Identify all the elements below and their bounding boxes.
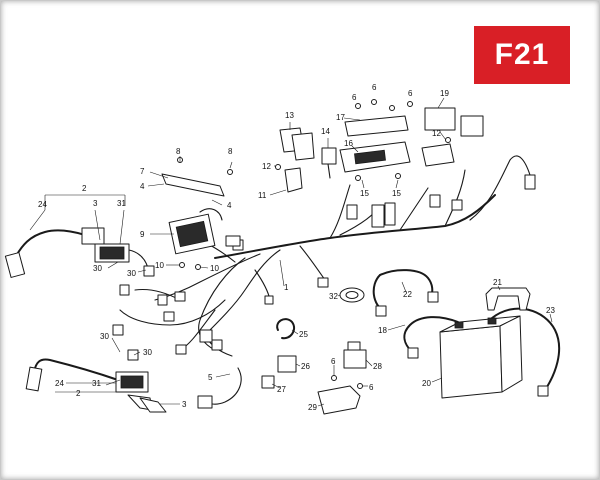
small-parts-group [261, 318, 367, 415]
callout-22: 22 [403, 290, 412, 299]
callout-6: 6 [331, 357, 336, 366]
callout-30: 30 [143, 348, 152, 357]
callout-11: 11 [258, 191, 267, 200]
callout-21: 21 [493, 278, 502, 287]
callout-25: 25 [299, 330, 308, 339]
callout-10: 10 [210, 264, 219, 273]
callout-17: 17 [336, 113, 345, 122]
callout-24: 24 [55, 379, 64, 388]
callout-7: 7 [140, 167, 145, 176]
callout-9: 9 [140, 230, 145, 239]
callout-30: 30 [127, 269, 136, 278]
callout-2: 2 [82, 184, 87, 193]
grommet-32 [339, 287, 365, 303]
callout-28: 28 [373, 362, 382, 371]
callout-23: 23 [546, 306, 555, 315]
callout-6: 6 [352, 93, 357, 102]
page-code-badge: F21 [474, 26, 570, 84]
battery-group [403, 287, 561, 399]
callout-26: 26 [301, 362, 310, 371]
callout-3: 3 [93, 199, 98, 208]
callout-20: 20 [422, 379, 431, 388]
callout-29: 29 [308, 403, 317, 412]
callout-6: 6 [408, 89, 413, 98]
callout-6: 6 [372, 83, 377, 92]
callout-24: 24 [38, 200, 47, 209]
relay-cluster [275, 127, 315, 193]
callout-12: 12 [262, 162, 271, 171]
callout-6: 6 [369, 383, 374, 392]
callout-12: 12 [432, 129, 441, 138]
callout-4: 4 [227, 201, 232, 210]
callout-31: 31 [92, 379, 101, 388]
callout-3: 3 [182, 400, 187, 409]
callout-8: 8 [176, 147, 181, 156]
callout-2: 2 [76, 389, 81, 398]
connector-14 [321, 147, 337, 179]
wire-5 [197, 367, 242, 409]
callout-13: 13 [285, 111, 294, 120]
callout-16: 16 [344, 139, 353, 148]
ecu-bracket-group [161, 157, 241, 270]
fuse-box-group [339, 99, 413, 181]
callout-18: 18 [378, 326, 387, 335]
battery-cable-22 [372, 269, 439, 317]
ignition-coil-lower [25, 349, 167, 413]
callout-32: 32 [329, 292, 338, 301]
leader-lines [29, 97, 553, 407]
callout-30: 30 [93, 264, 102, 273]
callout-5: 5 [208, 373, 213, 382]
callout-labels: 2 24 3 31 30 30 7 8 8 4 4 9 10 10 13 12 … [38, 83, 555, 412]
callout-15: 15 [392, 189, 401, 198]
callout-19: 19 [440, 89, 449, 98]
callout-27: 27 [277, 385, 286, 394]
callout-15: 15 [360, 189, 369, 198]
callout-8: 8 [228, 147, 233, 156]
callout-4: 4 [140, 182, 145, 191]
callout-1: 1 [284, 283, 289, 292]
callout-10: 10 [155, 261, 164, 270]
starter-relay [421, 107, 484, 167]
callout-30: 30 [100, 332, 109, 341]
callout-14: 14 [321, 127, 330, 136]
callout-31: 31 [117, 199, 126, 208]
